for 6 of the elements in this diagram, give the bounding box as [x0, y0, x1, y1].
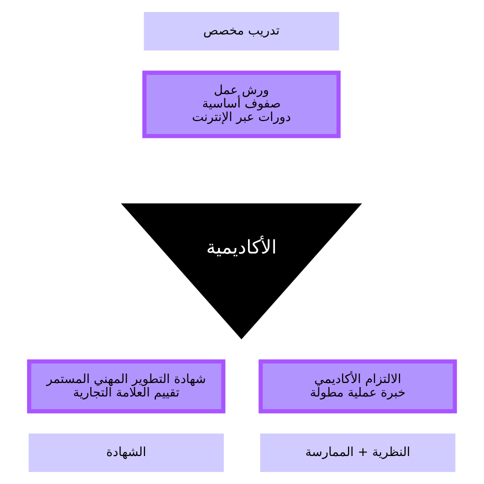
node-box: ورش عمل صفوف أساسية دورات عبر الإنترنت — [142, 70, 341, 138]
node-box: النظرية + الممارسة — [260, 434, 456, 472]
node-box: الالتزام الأكاديمي خبرة عملية مطولة — [258, 359, 457, 414]
node-box: شهادة التطوير المهني المستمر تقييم العلامة التجارية — [27, 359, 226, 414]
node-box: تدريب مخصص — [144, 12, 340, 50]
node-box: الشهادة — [28, 434, 224, 472]
